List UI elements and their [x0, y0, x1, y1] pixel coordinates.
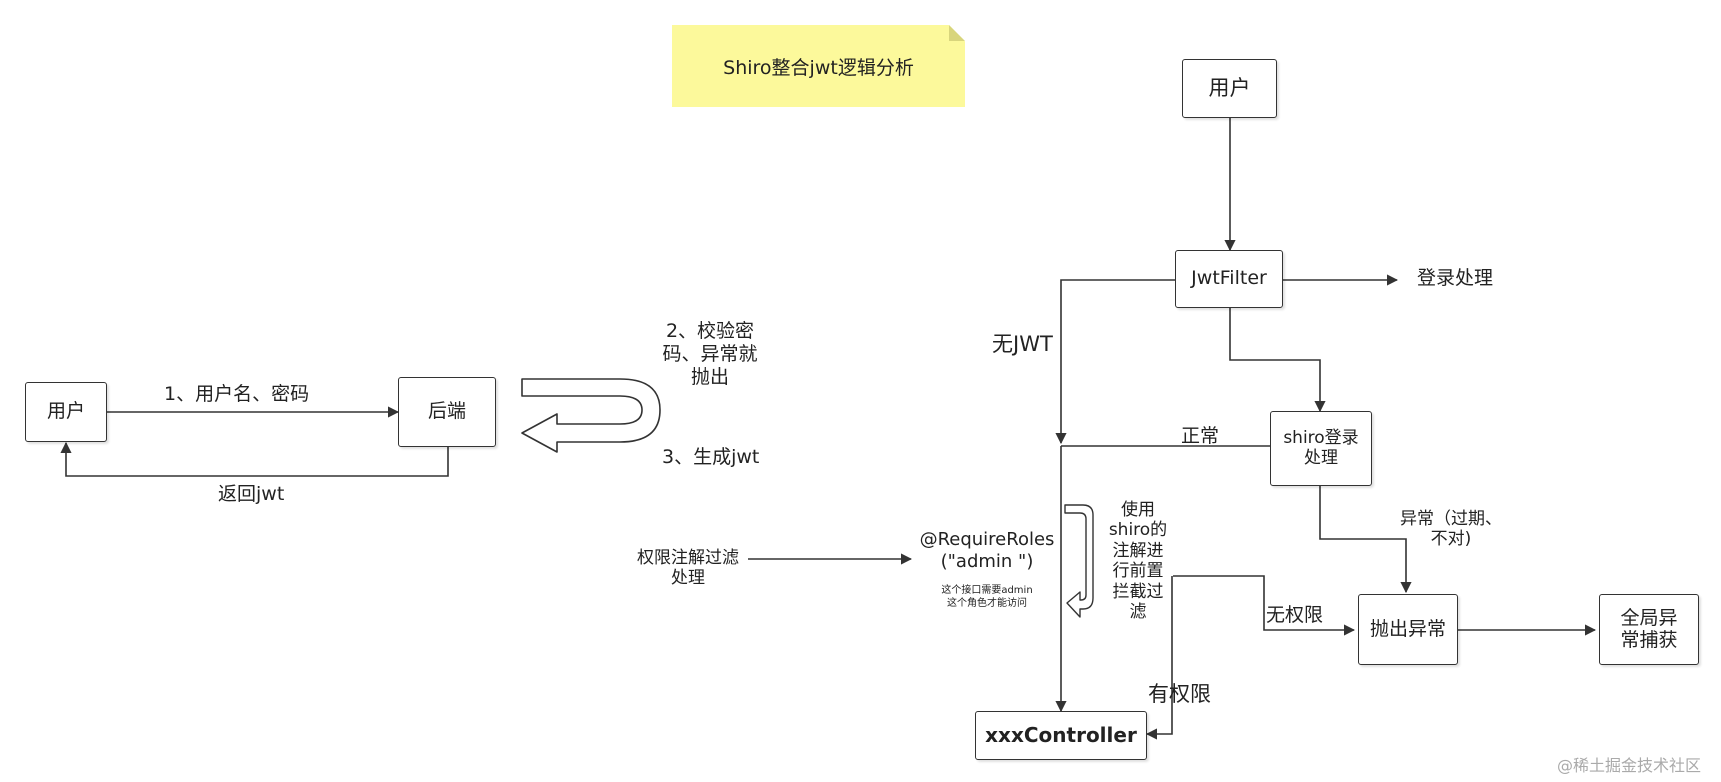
- step3-label: 3、生成jwt: [662, 446, 760, 468]
- controller-label: xxxController: [985, 723, 1137, 747]
- require-roles-line: ("admin "): [940, 550, 1034, 572]
- shiro-login-line: shiro登录: [1283, 427, 1359, 448]
- global-catch-line: 常捕获: [1620, 628, 1678, 651]
- global-catch-box: 全局异 常捕获: [1599, 594, 1699, 665]
- step2-line: 码、异常就: [662, 342, 758, 365]
- shiro-annotation-line: 滤: [1129, 601, 1147, 622]
- has-permission-label: 有权限: [1148, 682, 1211, 706]
- shiro-annotation-line: 注解进: [1112, 540, 1164, 561]
- right-user-box: 用户: [1182, 59, 1277, 118]
- no-permission-label: 无权限: [1266, 604, 1324, 626]
- left-user-box: 用户: [25, 382, 107, 442]
- backend-box: 后端: [398, 377, 496, 447]
- shiro-login-box: shiro登录 处理: [1270, 411, 1372, 486]
- u-turn-arrow-middle: [1064, 504, 1094, 618]
- require-roles-label: @RequireRoles ("admin "): [912, 529, 1062, 572]
- exception-line: 不对): [1430, 529, 1472, 550]
- permission-filter-line: 处理: [671, 568, 705, 589]
- arrow-has-permission: [1145, 576, 1173, 740]
- shiro-annotation-label: 使用 shiro的 注解进 行前置 拦截过 滤: [1098, 500, 1178, 622]
- right-user-label: 用户: [1208, 76, 1251, 101]
- exception-label: 异常（过期、 不对): [1386, 509, 1516, 550]
- controller-box: xxxController: [975, 711, 1147, 760]
- require-roles-line: @RequireRoles: [919, 529, 1055, 550]
- require-roles-note-line: 这个接口需要admin: [941, 585, 1033, 596]
- step2-line: 2、校验密: [665, 320, 755, 342]
- no-jwt-label: 无JWT: [992, 332, 1053, 356]
- return-jwt-label: 返回jwt: [218, 483, 285, 505]
- shiro-annotation-line: shiro的: [1108, 520, 1168, 541]
- permission-filter-line: 权限注解过滤: [637, 548, 739, 568]
- arrow-no-permission: [1173, 575, 1356, 636]
- step2-line: 抛出: [690, 365, 729, 388]
- title-note: Shiro整合jwt逻辑分析: [672, 25, 965, 107]
- normal-label: 正常: [1181, 425, 1220, 447]
- step2-label: 2、校验密 码、异常就 抛出: [645, 320, 775, 388]
- backend-label: 后端: [427, 400, 466, 423]
- title-note-text: Shiro整合jwt逻辑分析: [723, 56, 914, 79]
- arrow-backend-return-to-user: [60, 441, 449, 477]
- exception-line: 异常（过期、: [1400, 509, 1502, 529]
- require-roles-note: 这个接口需要admin 这个角色才能访问: [912, 585, 1062, 610]
- step1-label: 1、用户名、密码: [164, 383, 310, 405]
- left-user-label: 用户: [46, 400, 85, 423]
- login-process-label: 登录处理: [1417, 267, 1494, 289]
- arrow-shiro-login-exception: [1319, 486, 1412, 594]
- jwtfilter-label: JwtFilter: [1191, 267, 1267, 290]
- global-catch-line: 全局异: [1620, 606, 1678, 629]
- shiro-annotation-line: 使用: [1121, 500, 1155, 520]
- arrow-jwtfilter-no-jwt: [1055, 279, 1175, 445]
- arrow-jwtfilter-to-shiro-login: [1229, 308, 1326, 413]
- watermark: @稀土掘金技术社区: [1557, 756, 1702, 775]
- jwtfilter-box: JwtFilter: [1175, 250, 1283, 308]
- shiro-annotation-line: 行前置: [1112, 561, 1164, 582]
- require-roles-note-line: 这个角色才能访问: [947, 597, 1027, 609]
- throw-exception-label: 抛出异常: [1369, 617, 1446, 640]
- throw-exception-box: 抛出异常: [1358, 594, 1458, 665]
- shiro-annotation-line: 拦截过: [1112, 581, 1164, 602]
- shiro-login-line: 处理: [1304, 447, 1338, 468]
- permission-filter-label: 权限注解过滤 处理: [626, 548, 750, 589]
- u-turn-arrow-left: [521, 378, 661, 453]
